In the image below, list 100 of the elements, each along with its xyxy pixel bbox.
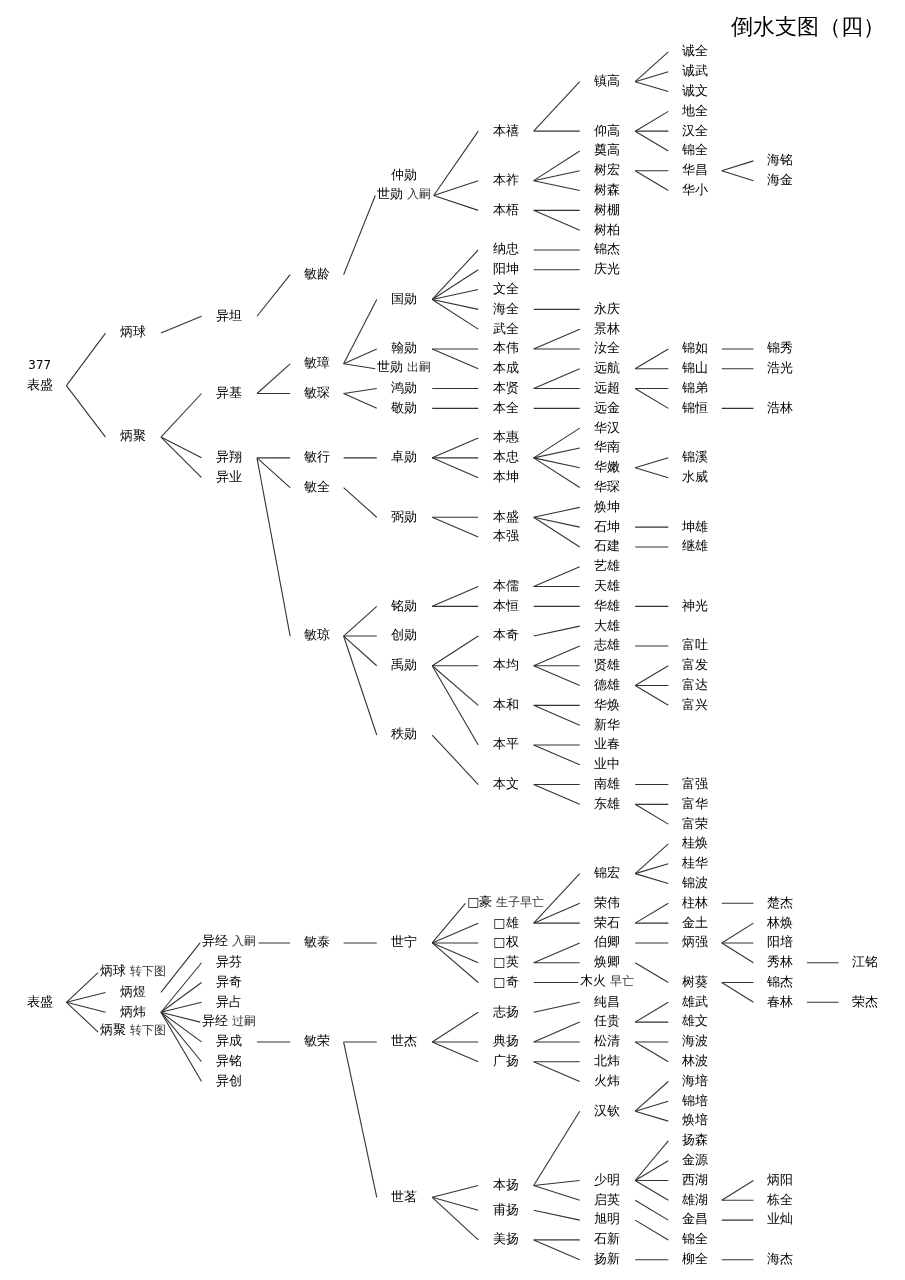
node-text: 炳阳 [767, 1171, 794, 1187]
connector [533, 1239, 581, 1261]
node-text: 本禧 [492, 122, 519, 138]
connector [431, 298, 479, 310]
node-text: 荣石 [594, 914, 621, 930]
node-text: 本惠 [492, 429, 519, 445]
connector [721, 368, 754, 370]
label: 377 [28, 357, 52, 372]
node-text: 典扬 [492, 1033, 519, 1049]
node-text: 本贤 [492, 379, 519, 395]
node-text: 阳培 [767, 934, 794, 950]
connector [721, 902, 754, 904]
node-text: 华汉 [594, 419, 621, 435]
connector [533, 209, 581, 231]
connector [256, 457, 291, 489]
connector [634, 170, 669, 192]
node-text: 神光 [682, 597, 709, 613]
connector [634, 685, 669, 687]
node-text: 仲勋 [391, 167, 418, 183]
connector [721, 1199, 754, 1201]
connector [533, 586, 581, 588]
node-text: 桂焕 [682, 835, 709, 851]
node-text: 焕卿 [594, 954, 621, 970]
node-text: 金源 [682, 1152, 709, 1168]
node-text: 锦宏 [594, 865, 621, 880]
connector [634, 388, 669, 390]
connector [256, 457, 291, 637]
connector [160, 1011, 203, 1083]
connector [431, 942, 479, 984]
node-text: 业灿 [767, 1211, 794, 1227]
connector [533, 1041, 581, 1043]
connector [634, 665, 669, 687]
node-text: 弼勋 [391, 508, 418, 524]
node-text: 炳球 [100, 963, 127, 978]
connector [65, 991, 107, 1003]
node-text: 富华 [682, 795, 709, 811]
node-text: 金土 [682, 914, 709, 930]
node-text: 少明 [594, 1171, 621, 1187]
node-text: □雄 [493, 914, 519, 930]
connector [721, 942, 754, 944]
connector [431, 516, 479, 538]
connector [533, 784, 581, 805]
connector [433, 130, 479, 197]
node-text: 荣杰 [852, 993, 879, 1009]
node-text: 本成 [492, 360, 519, 376]
connector [533, 1184, 581, 1201]
node-text: 海铭 [767, 152, 794, 168]
node-text: 甫扬 [492, 1201, 519, 1217]
connector [634, 1179, 669, 1201]
connector [634, 1021, 669, 1023]
connector [533, 1110, 581, 1186]
node-text: 卓勋 [391, 449, 418, 465]
node-label: 入嗣 [231, 934, 256, 949]
node-text: □豪 [467, 893, 493, 909]
node-text: 焕坤 [594, 498, 621, 514]
diagram-title: 倒水支图（四） [731, 13, 886, 39]
connector [256, 457, 291, 459]
connector [634, 130, 669, 132]
connector [634, 1110, 669, 1122]
node-text: 秩勋 [391, 726, 418, 742]
connector [533, 457, 581, 489]
node-text: 表盛 [26, 376, 53, 392]
node-text: 华焕 [594, 696, 621, 712]
node-text: 树宏 [594, 162, 621, 178]
node-text: 志扬 [492, 1003, 519, 1019]
node-text: 敏龄 [303, 266, 330, 282]
connector [431, 407, 479, 409]
node-text: 仰高 [594, 122, 621, 138]
node-text: 金昌 [682, 1211, 709, 1227]
connector [431, 734, 479, 786]
connector [634, 863, 669, 875]
connector [634, 922, 669, 924]
node-text: 异芬 [216, 954, 243, 970]
node-text: 业春 [594, 736, 621, 752]
connector [533, 625, 581, 637]
connector [634, 1160, 669, 1182]
node-text: 阳坤 [492, 261, 519, 277]
node-text: □权 [493, 934, 519, 950]
node-text: 富兴 [682, 696, 709, 712]
node-text: 雄文 [682, 1013, 709, 1029]
connector [721, 1259, 754, 1261]
node-text: 表盛 [26, 993, 53, 1009]
node-text: 海金 [767, 172, 794, 188]
connector [343, 1041, 378, 1043]
connector [533, 516, 581, 528]
node-text: 炳聚 [120, 428, 147, 444]
node-text: 汉钦 [594, 1102, 621, 1118]
node-text: 敏行 [303, 449, 330, 465]
connector [431, 942, 479, 964]
node-label: 转下图 [129, 1023, 166, 1038]
node-text: 锦如 [682, 340, 709, 356]
node-text: 诚全 [682, 43, 709, 59]
connector [533, 447, 581, 459]
connector [431, 457, 479, 459]
node-text: 海全 [492, 300, 519, 316]
connector [634, 368, 669, 370]
connector [634, 130, 669, 152]
connector [343, 635, 378, 637]
node-text: 海波 [682, 1033, 709, 1049]
connector [343, 298, 378, 365]
